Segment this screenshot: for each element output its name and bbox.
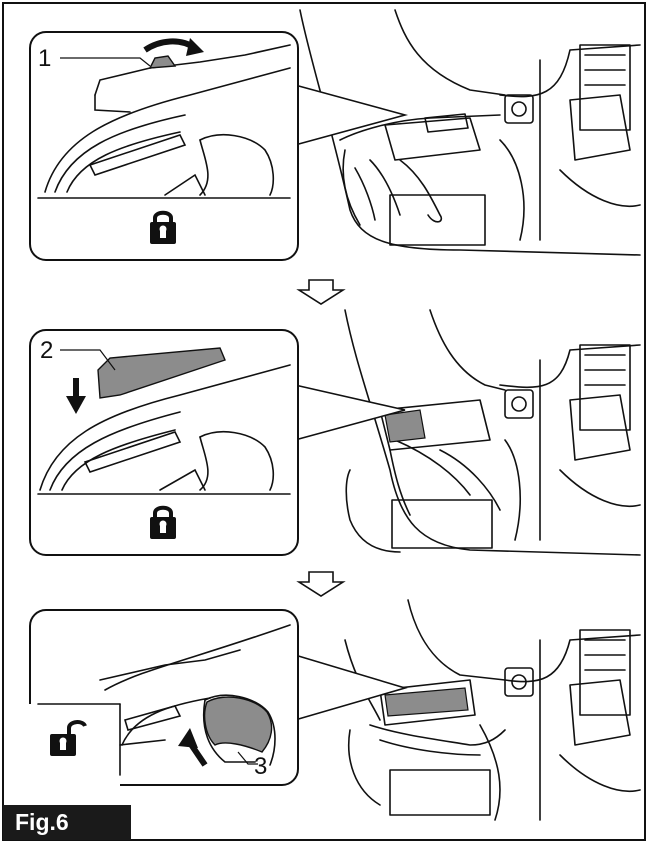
step-3-trigger [203, 696, 273, 753]
step-2-lever [97, 347, 226, 399]
step-1-detail-drawing [37, 44, 291, 199]
step-2-panel: 2 [29, 309, 641, 556]
down-arrow-icon-1 [296, 279, 346, 305]
down-arrow-icon-2 [296, 571, 346, 597]
step-3-callout-pointer [294, 654, 408, 721]
step-3-detail-drawing [37, 624, 291, 776]
step-2-number: 2 [40, 337, 53, 364]
step-1-panel: 1 [29, 9, 641, 261]
step-3-panel: 3 [28, 599, 641, 821]
step-3-tool-view [344, 599, 641, 821]
step-1-tool-view [299, 9, 641, 256]
step-3-number: 3 [254, 753, 267, 780]
figure-label: Fig.6 [15, 809, 69, 835]
step-2-lock-closed-icon [150, 505, 176, 539]
step-2-callout-box [29, 329, 299, 556]
step-1-lever [148, 55, 177, 69]
step-2-callout-pointer [294, 384, 406, 441]
step-2-tool-view [344, 309, 641, 556]
step-1-lock-closed-icon [150, 210, 176, 244]
figure-label-box: Fig.6 [3, 805, 131, 840]
step-1-callout-pointer [294, 84, 409, 146]
step-2-detail-drawing [37, 364, 291, 495]
step-3-lock-open-icon [50, 720, 87, 756]
step-1-number: 1 [38, 45, 51, 72]
